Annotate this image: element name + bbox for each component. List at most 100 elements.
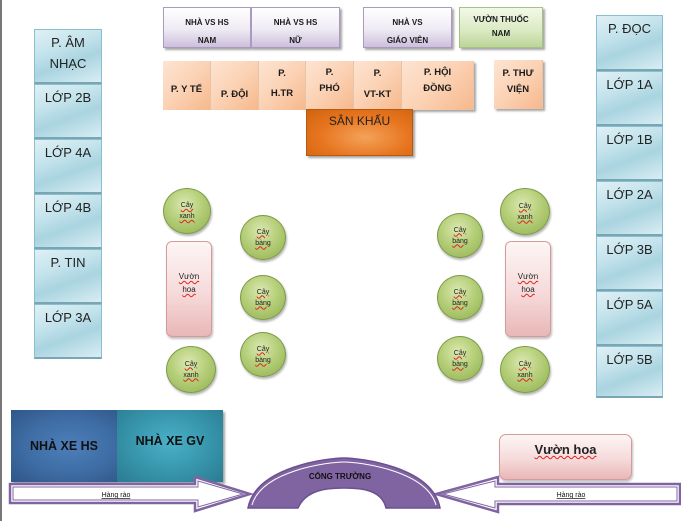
herb-garden[interactable]: VƯỜN THUỐC NAM	[459, 7, 543, 48]
office-principal-label: P.	[278, 68, 286, 79]
office-youth-union[interactable]: P. ĐỘI	[211, 61, 259, 110]
room-music-label: P. ÂM	[51, 35, 85, 50]
room-computer-label: P. TIN	[50, 255, 86, 270]
green-tree-label: Cây	[180, 202, 194, 209]
office-council[interactable]: P. HỘI ĐỒNG	[402, 61, 474, 110]
room-3a[interactable]: LỚP 3A	[34, 304, 102, 359]
room-5b[interactable]: LỚP 5B	[596, 346, 663, 398]
almond-tree-label-2: bàng	[255, 299, 271, 307]
office-principal-label-2: H.TR	[270, 88, 294, 99]
room-1b[interactable]: LỚP 1B	[596, 126, 663, 181]
flower-bed-label-2: hoa	[521, 285, 535, 294]
almond-tree-label: Cây	[453, 226, 467, 234]
flower-bed-left[interactable]: Vườn hoa	[166, 241, 212, 337]
almond-tree[interactable]: Cây bàng	[240, 215, 286, 260]
room-reading-label: P. ĐỌC	[607, 21, 652, 36]
room-4b[interactable]: LỚP 4B	[34, 194, 102, 249]
almond-tree-label-2: bàng	[255, 356, 271, 364]
green-tree-label-2: xanh	[179, 213, 195, 220]
office-vice-principal-label: P.	[325, 67, 334, 78]
flower-bed-right[interactable]: Vườn hoa	[505, 241, 551, 337]
toilet-boys[interactable]: NHÀ VS HS NAM	[163, 7, 251, 48]
almond-tree-label: Cây	[256, 288, 270, 296]
room-2a[interactable]: LỚP 2A	[596, 181, 663, 236]
almond-tree[interactable]: Cây bàng	[437, 213, 483, 258]
flower-garden-bottom-label: Vườn hoa	[534, 442, 597, 457]
toilet-girls[interactable]: NHÀ VS HS NỮ	[251, 7, 340, 48]
gate-label: CỔNG TRƯỜNG	[309, 472, 371, 481]
green-tree[interactable]: Cây xanh	[166, 346, 216, 393]
bike-shed-students[interactable]: NHÀ XE HS	[11, 410, 117, 482]
room-computer[interactable]: P. TIN	[34, 249, 102, 304]
almond-tree-label: Cây	[256, 345, 270, 353]
fence-right-arrow[interactable]	[431, 475, 681, 514]
room-4a[interactable]: LỚP 4A	[34, 139, 102, 194]
room-2b[interactable]: LỚP 2B	[34, 84, 102, 139]
almond-tree[interactable]: Cây bàng	[437, 336, 483, 381]
room-1b-label: LỚP 1B	[606, 132, 653, 147]
green-tree-label-2: xanh	[517, 213, 533, 221]
green-tree-label-2: xanh	[183, 371, 199, 379]
library[interactable]: P. THƯ VIỆN	[494, 60, 543, 109]
green-tree[interactable]: Cây xanh	[500, 188, 550, 235]
bike-shed-teachers[interactable]: NHÀ XE GV	[117, 410, 223, 482]
room-4b-label: LỚP 4B	[44, 200, 92, 215]
green-tree[interactable]: Cây xanh	[500, 346, 550, 393]
office-vice-principal-label-2: PHÓ	[319, 83, 340, 94]
toilet-girls-label: NHÀ VS HS	[273, 18, 318, 27]
fence-left-label: Hàng rào	[102, 492, 131, 499]
almond-tree-label-2: bàng	[452, 237, 468, 245]
room-3a-label: LỚP 3A	[44, 310, 92, 325]
almond-tree-label: Cây	[256, 228, 270, 236]
room-1a[interactable]: LỚP 1A	[596, 71, 663, 126]
stage-label: SÂN KHẤU	[328, 114, 391, 128]
room-4a-label: LỚP 4A	[44, 145, 92, 160]
library-label: P. THƯ	[502, 68, 534, 79]
herb-garden-label: VƯỜN THUỐC	[473, 15, 529, 24]
toilet-teachers-label-2: GIÁO VIÊN	[386, 36, 429, 45]
toilet-teachers[interactable]: NHÀ VS GIÁO VIÊN	[363, 7, 452, 48]
almond-tree[interactable]: Cây bàng	[240, 275, 286, 320]
flower-bed-label: Vườn	[178, 272, 200, 281]
toilet-girls-label-2: NỮ	[289, 36, 302, 45]
toilet-boys-label-2: NAM	[197, 36, 217, 45]
flower-garden-bottom[interactable]: Vườn hoa	[499, 434, 632, 480]
herb-garden-label-2: NAM	[491, 29, 511, 38]
room-2b-label: LỚP 2B	[44, 90, 92, 105]
almond-tree-label: Cây	[453, 349, 467, 357]
office-vice-principal[interactable]: P. PHÓ	[306, 61, 354, 110]
room-3b-label: LỚP 3B	[606, 242, 653, 257]
green-tree-label: Cây	[518, 360, 532, 368]
fence-left-arrow[interactable]	[8, 475, 255, 513]
office-youth-union-label: P. ĐỘI	[220, 89, 249, 100]
almond-tree-label-2: bàng	[255, 239, 271, 247]
green-tree[interactable]: Cây xanh	[163, 188, 211, 234]
green-tree-label-2: xanh	[517, 371, 533, 379]
room-5a[interactable]: LỚP 5A	[596, 291, 663, 346]
room-5b-label: LỚP 5B	[606, 352, 653, 367]
green-tree-label: Cây	[518, 202, 532, 210]
room-1a-label: LỚP 1A	[606, 77, 653, 92]
flower-bed-label: Vườn	[517, 272, 539, 281]
fence-right-label: Hàng rào	[557, 492, 586, 499]
green-tree-label: Cây	[184, 360, 198, 368]
school-gate[interactable]	[247, 457, 441, 509]
stage[interactable]: SÂN KHẤU	[306, 109, 413, 156]
page-border	[0, 0, 2, 521]
room-music[interactable]: P. ÂM NHẠC	[34, 29, 102, 84]
room-music-label-2: NHẠC	[49, 56, 87, 71]
office-medical[interactable]: P. Y TẾ	[163, 61, 211, 110]
room-3b[interactable]: LỚP 3B	[596, 236, 663, 291]
almond-tree-label: Cây	[453, 288, 467, 296]
office-accounting[interactable]: P. VT-KT	[354, 61, 402, 110]
room-reading[interactable]: P. ĐỌC	[596, 15, 663, 71]
office-accounting-label: P.	[373, 68, 382, 79]
almond-tree-label-2: bàng	[452, 360, 468, 368]
almond-tree[interactable]: Cây bàng	[240, 332, 286, 377]
bike-shed-teachers-label: NHÀ XE GV	[135, 434, 205, 448]
flower-bed-label-2: hoa	[182, 285, 196, 294]
library-label-2: VIỆN	[506, 84, 530, 95]
office-council-label-2: ĐỒNG	[423, 83, 452, 94]
office-principal[interactable]: P. H.TR	[259, 61, 306, 110]
